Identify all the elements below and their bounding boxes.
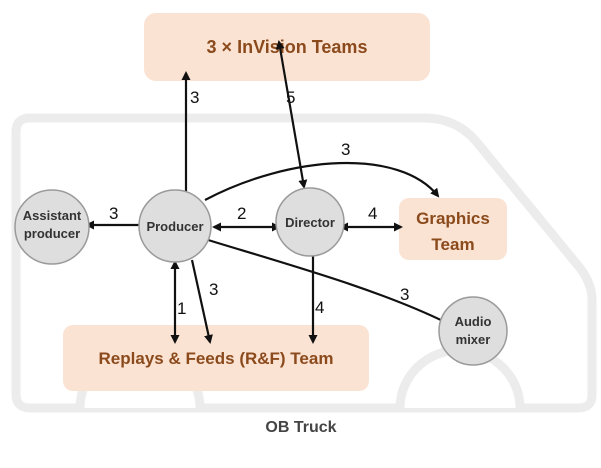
edge-label-producer-assistant: 3 [109,204,118,223]
edge-label-director-graphics: 4 [368,204,377,223]
edge-label-director-invision: 5 [286,88,295,107]
edge-label-producer-director: 2 [237,204,246,223]
graphics-team-label-line2: Team [431,235,474,254]
arrow-producer-audio [207,238,449,324]
edge-labels: 3 5 3 3 2 4 1 3 4 3 [109,88,409,318]
edge-label-producer-graphics: 3 [341,140,350,159]
ob-truck-label: OB Truck [265,419,336,436]
graphics-team-label-line1: Graphics [416,209,490,228]
producer-node: Producer [138,189,212,263]
director-label: Director [285,215,335,230]
replays-team-label: Replays & Feeds (R&F) Team [99,349,334,368]
audio-mixer-label-line2: mixer [456,332,491,347]
producer-label: Producer [146,219,203,234]
audio-mixer-label-line1: Audio [455,314,492,329]
arrow-producer-replays [190,259,213,344]
assistant-producer-label-line1: Assistant [23,208,82,223]
director-node: Director [275,187,345,257]
edge-label-producer-replays: 3 [209,280,218,299]
arrows [85,40,449,344]
graphics-team-box: Graphics Team [399,198,507,260]
audio-mixer-node: Audio mixer [438,296,508,366]
arrow-director-invision [275,40,308,189]
edge-label-producer-replays-bidir: 1 [177,299,186,318]
invision-teams-box: 3 × InVision Teams [144,13,430,81]
assistant-producer-label-line2: producer [24,226,80,241]
edge-label-director-replays: 4 [315,298,324,317]
replays-team-box: Replays & Feeds (R&F) Team [63,325,369,391]
invision-teams-label: 3 × InVision Teams [207,37,368,57]
arrow-producer-graphics [204,161,440,201]
edge-label-producer-audio: 3 [400,285,409,304]
edge-label-producer-invision: 3 [190,88,199,107]
assistant-producer-node: Assistant producer [14,189,90,265]
